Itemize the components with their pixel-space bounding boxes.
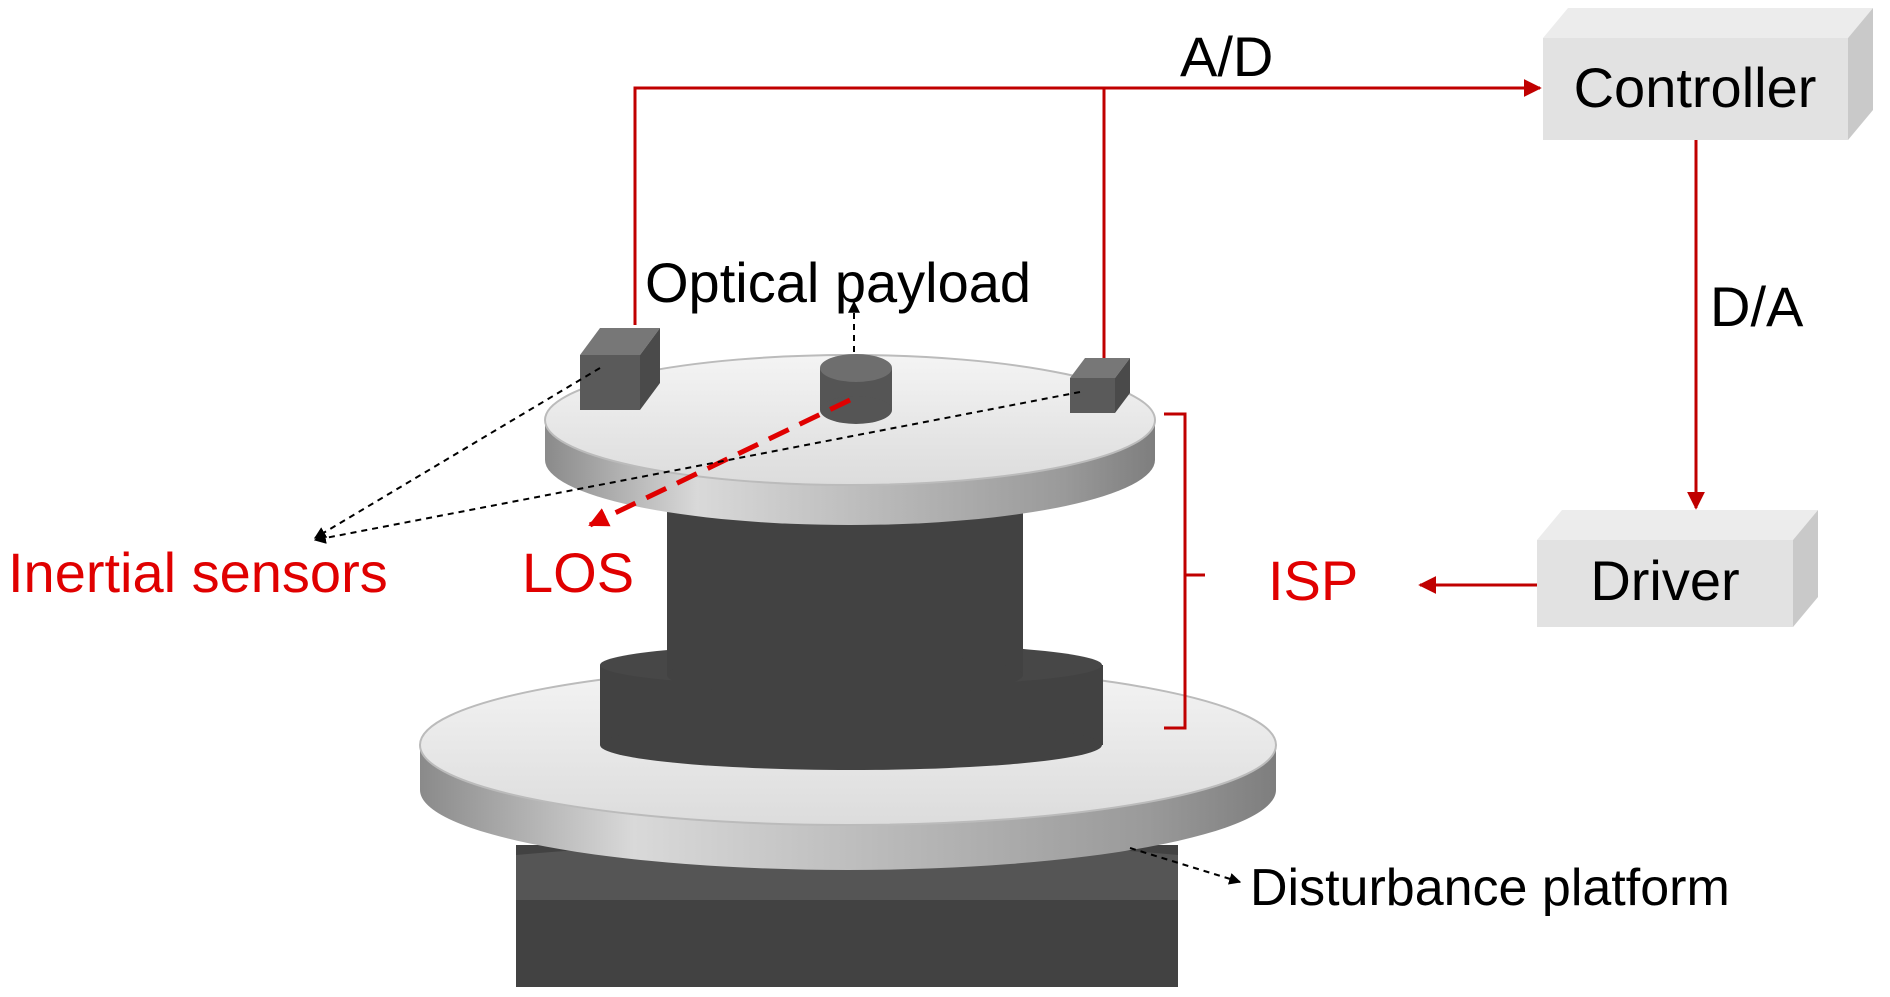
los-label: LOS xyxy=(522,541,634,604)
driver-label: Driver xyxy=(1590,549,1739,612)
controller-block[interactable]: Controller xyxy=(1543,8,1873,140)
annotation-arrows xyxy=(313,300,1242,885)
sensor-left-wire xyxy=(633,79,1542,325)
inertial-sensor-right xyxy=(1070,358,1130,413)
ad-label: A/D xyxy=(1180,25,1273,88)
mid-cylinder-narrow xyxy=(667,505,1023,675)
controller-top xyxy=(1543,8,1873,38)
inertial-sensor-left xyxy=(580,328,660,410)
sensor-left-pointer xyxy=(313,367,601,539)
driver-block[interactable]: Driver xyxy=(1537,510,1818,627)
driver-face xyxy=(1537,540,1793,627)
isp-bracket xyxy=(1164,412,1205,730)
da-label: D/A xyxy=(1710,275,1804,338)
controller-side xyxy=(1848,8,1873,140)
disturbance-platform-label: Disturbance platform xyxy=(1250,859,1730,917)
isp-label: ISP xyxy=(1268,549,1358,612)
mid-cylinder-narrow-bottom xyxy=(667,653,1023,697)
mid-cylinder-wide-bottom xyxy=(600,720,1102,770)
controller-label: Controller xyxy=(1574,56,1817,119)
driver-top xyxy=(1537,510,1818,540)
isolation-stage xyxy=(600,505,1103,770)
inertial-sensors-label: Inertial sensors xyxy=(8,541,388,604)
controller-face xyxy=(1543,38,1848,140)
driver-side xyxy=(1793,510,1818,627)
optical-payload-label: Optical payload xyxy=(645,251,1031,314)
signal-wiring xyxy=(633,79,1705,730)
optical-payload-cylinder xyxy=(820,354,892,424)
platform-pointer xyxy=(1129,847,1242,885)
sensor-right-pointer xyxy=(313,391,1081,544)
